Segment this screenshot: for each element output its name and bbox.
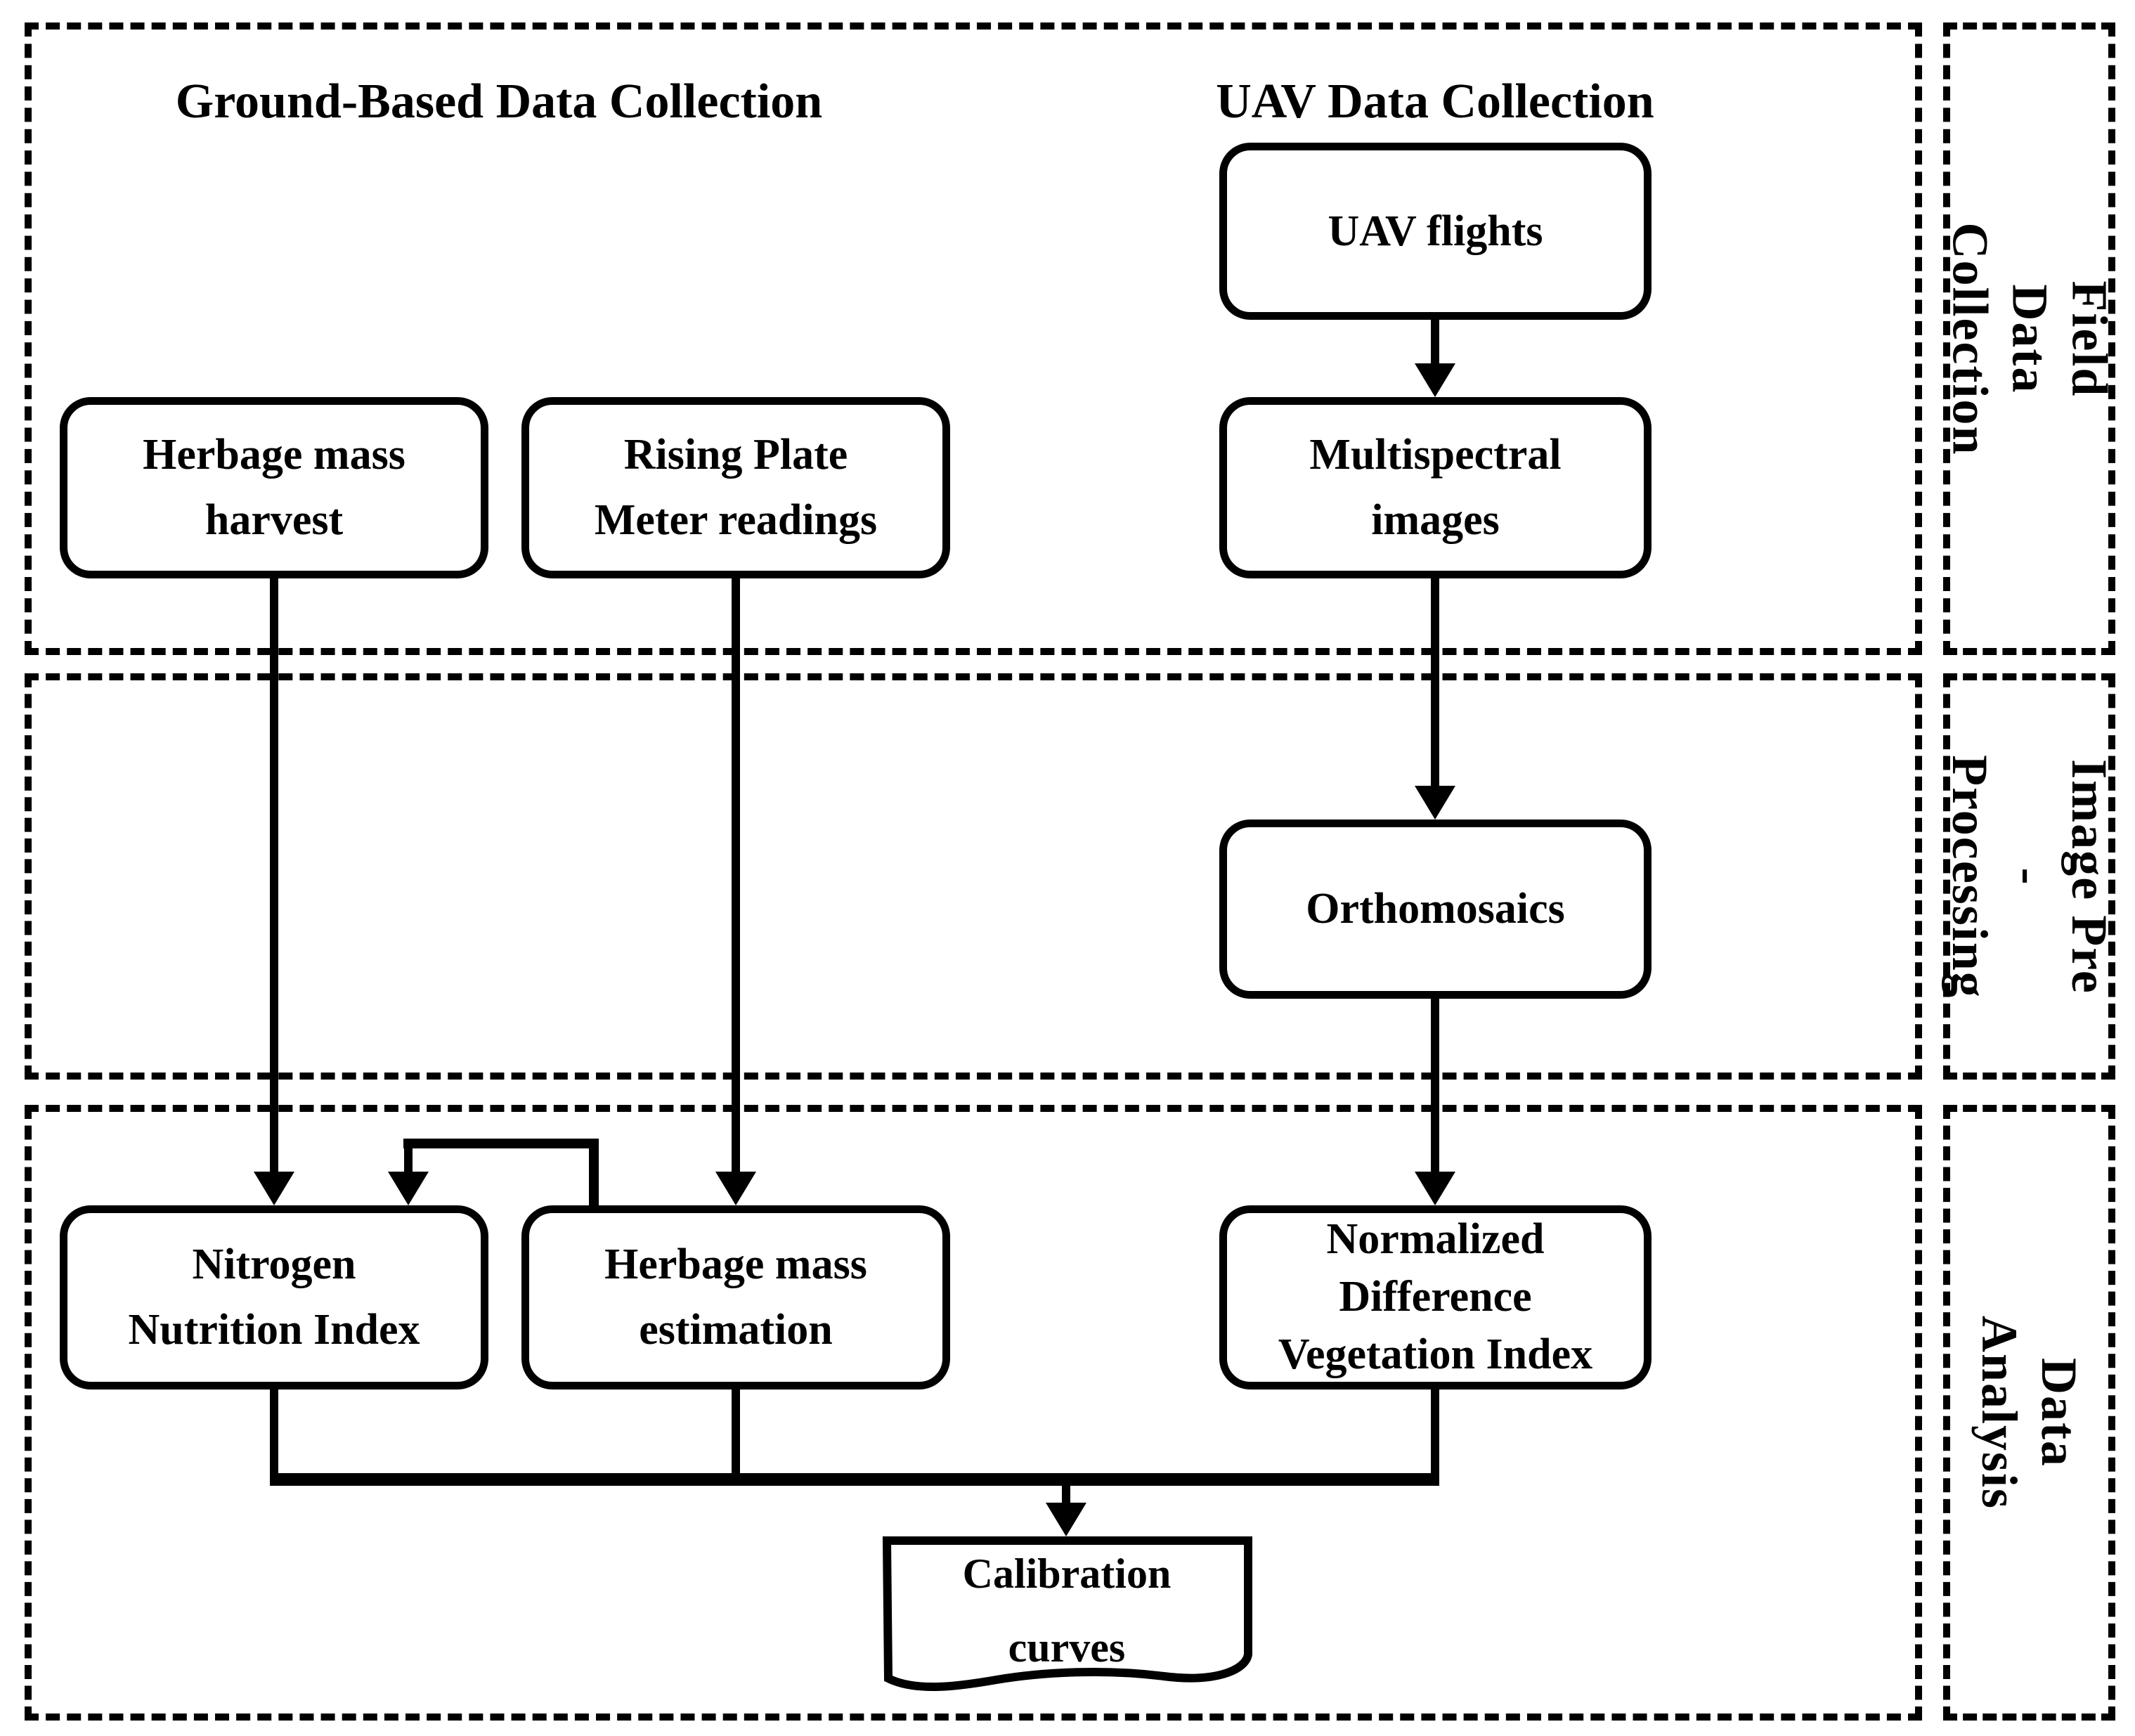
section-analysis-frame [25,1105,1922,1721]
node-uav-flights: UAV flights [1219,143,1651,320]
line-nni-junction [270,1390,278,1473]
node-ndvi: Normalized Difference Vegetation Index [1219,1205,1651,1390]
node-rising-plate-meter: Rising Plate Meter readings [521,397,950,578]
node-calibration-curves: Calibration curves [877,1534,1257,1711]
arrow-uavflights-multispectral-shaft [1431,320,1439,366]
node-herbage-mass-estimation: Herbage mass estimation [521,1205,950,1390]
section-preprocessing-frame [25,673,1922,1080]
line-hme-junction [732,1390,740,1473]
arrowhead-into-nni-left [254,1172,294,1205]
arrowhead-into-multispectral [1415,363,1455,397]
section-analysis-label-frame [1943,1105,2115,1721]
section-label-preprocessing: Image Pre - Processing [1942,673,2117,1080]
document-shape [882,1536,1252,1692]
arrowhead-into-calibration [1046,1503,1086,1536]
connector-hme-nni-vertical-left [404,1148,413,1175]
connector-hme-nni-horizontal [403,1139,599,1148]
header-ground-based: Ground-Based Data Collection [175,75,823,129]
section-label-field: Field Data Collection [1942,22,2117,655]
arrow-rpm-hme-shaft [732,578,740,1173]
arrow-harvest-nni-shaft [270,578,278,1173]
node-nitrogen-nutrition-index: Nitrogen Nutrition Index [60,1205,488,1390]
section-label-analysis: Data Analysis [1943,1105,2115,1721]
arrow-orthomosaics-ndvi-shaft [1431,999,1439,1173]
section-field-frame [25,22,1922,655]
arrowhead-into-hme [715,1172,756,1205]
section-label-field-text: Field Data Collection [1942,222,2117,455]
line-junction-calibration [1062,1486,1070,1505]
junction-bar [270,1473,1439,1486]
node-calibration-curves-label: Calibration curves [962,1550,1172,1671]
node-herbage-mass-harvest: Herbage mass harvest [60,397,488,578]
arrowhead-into-nni-right [388,1172,429,1205]
arrow-multispectral-orthomosaics-shaft [1431,578,1439,788]
header-uav: UAV Data Collection [1216,75,1654,129]
section-preprocessing-label-frame [1943,673,2115,1080]
section-label-analysis-text: Data Analysis [1971,1315,2088,1510]
node-orthomosaics: Orthomosaics [1219,820,1651,999]
section-label-preprocessing-text: Image Pre - Processing [1942,754,2117,999]
node-multispectral-images: Multispectral images [1219,397,1651,578]
line-ndvi-junction [1431,1390,1439,1473]
arrowhead-into-ndvi [1415,1172,1455,1205]
arrowhead-into-orthomosaics [1415,786,1455,820]
connector-hme-nni-vertical-right [589,1139,599,1207]
section-field-label-frame [1943,22,2115,655]
